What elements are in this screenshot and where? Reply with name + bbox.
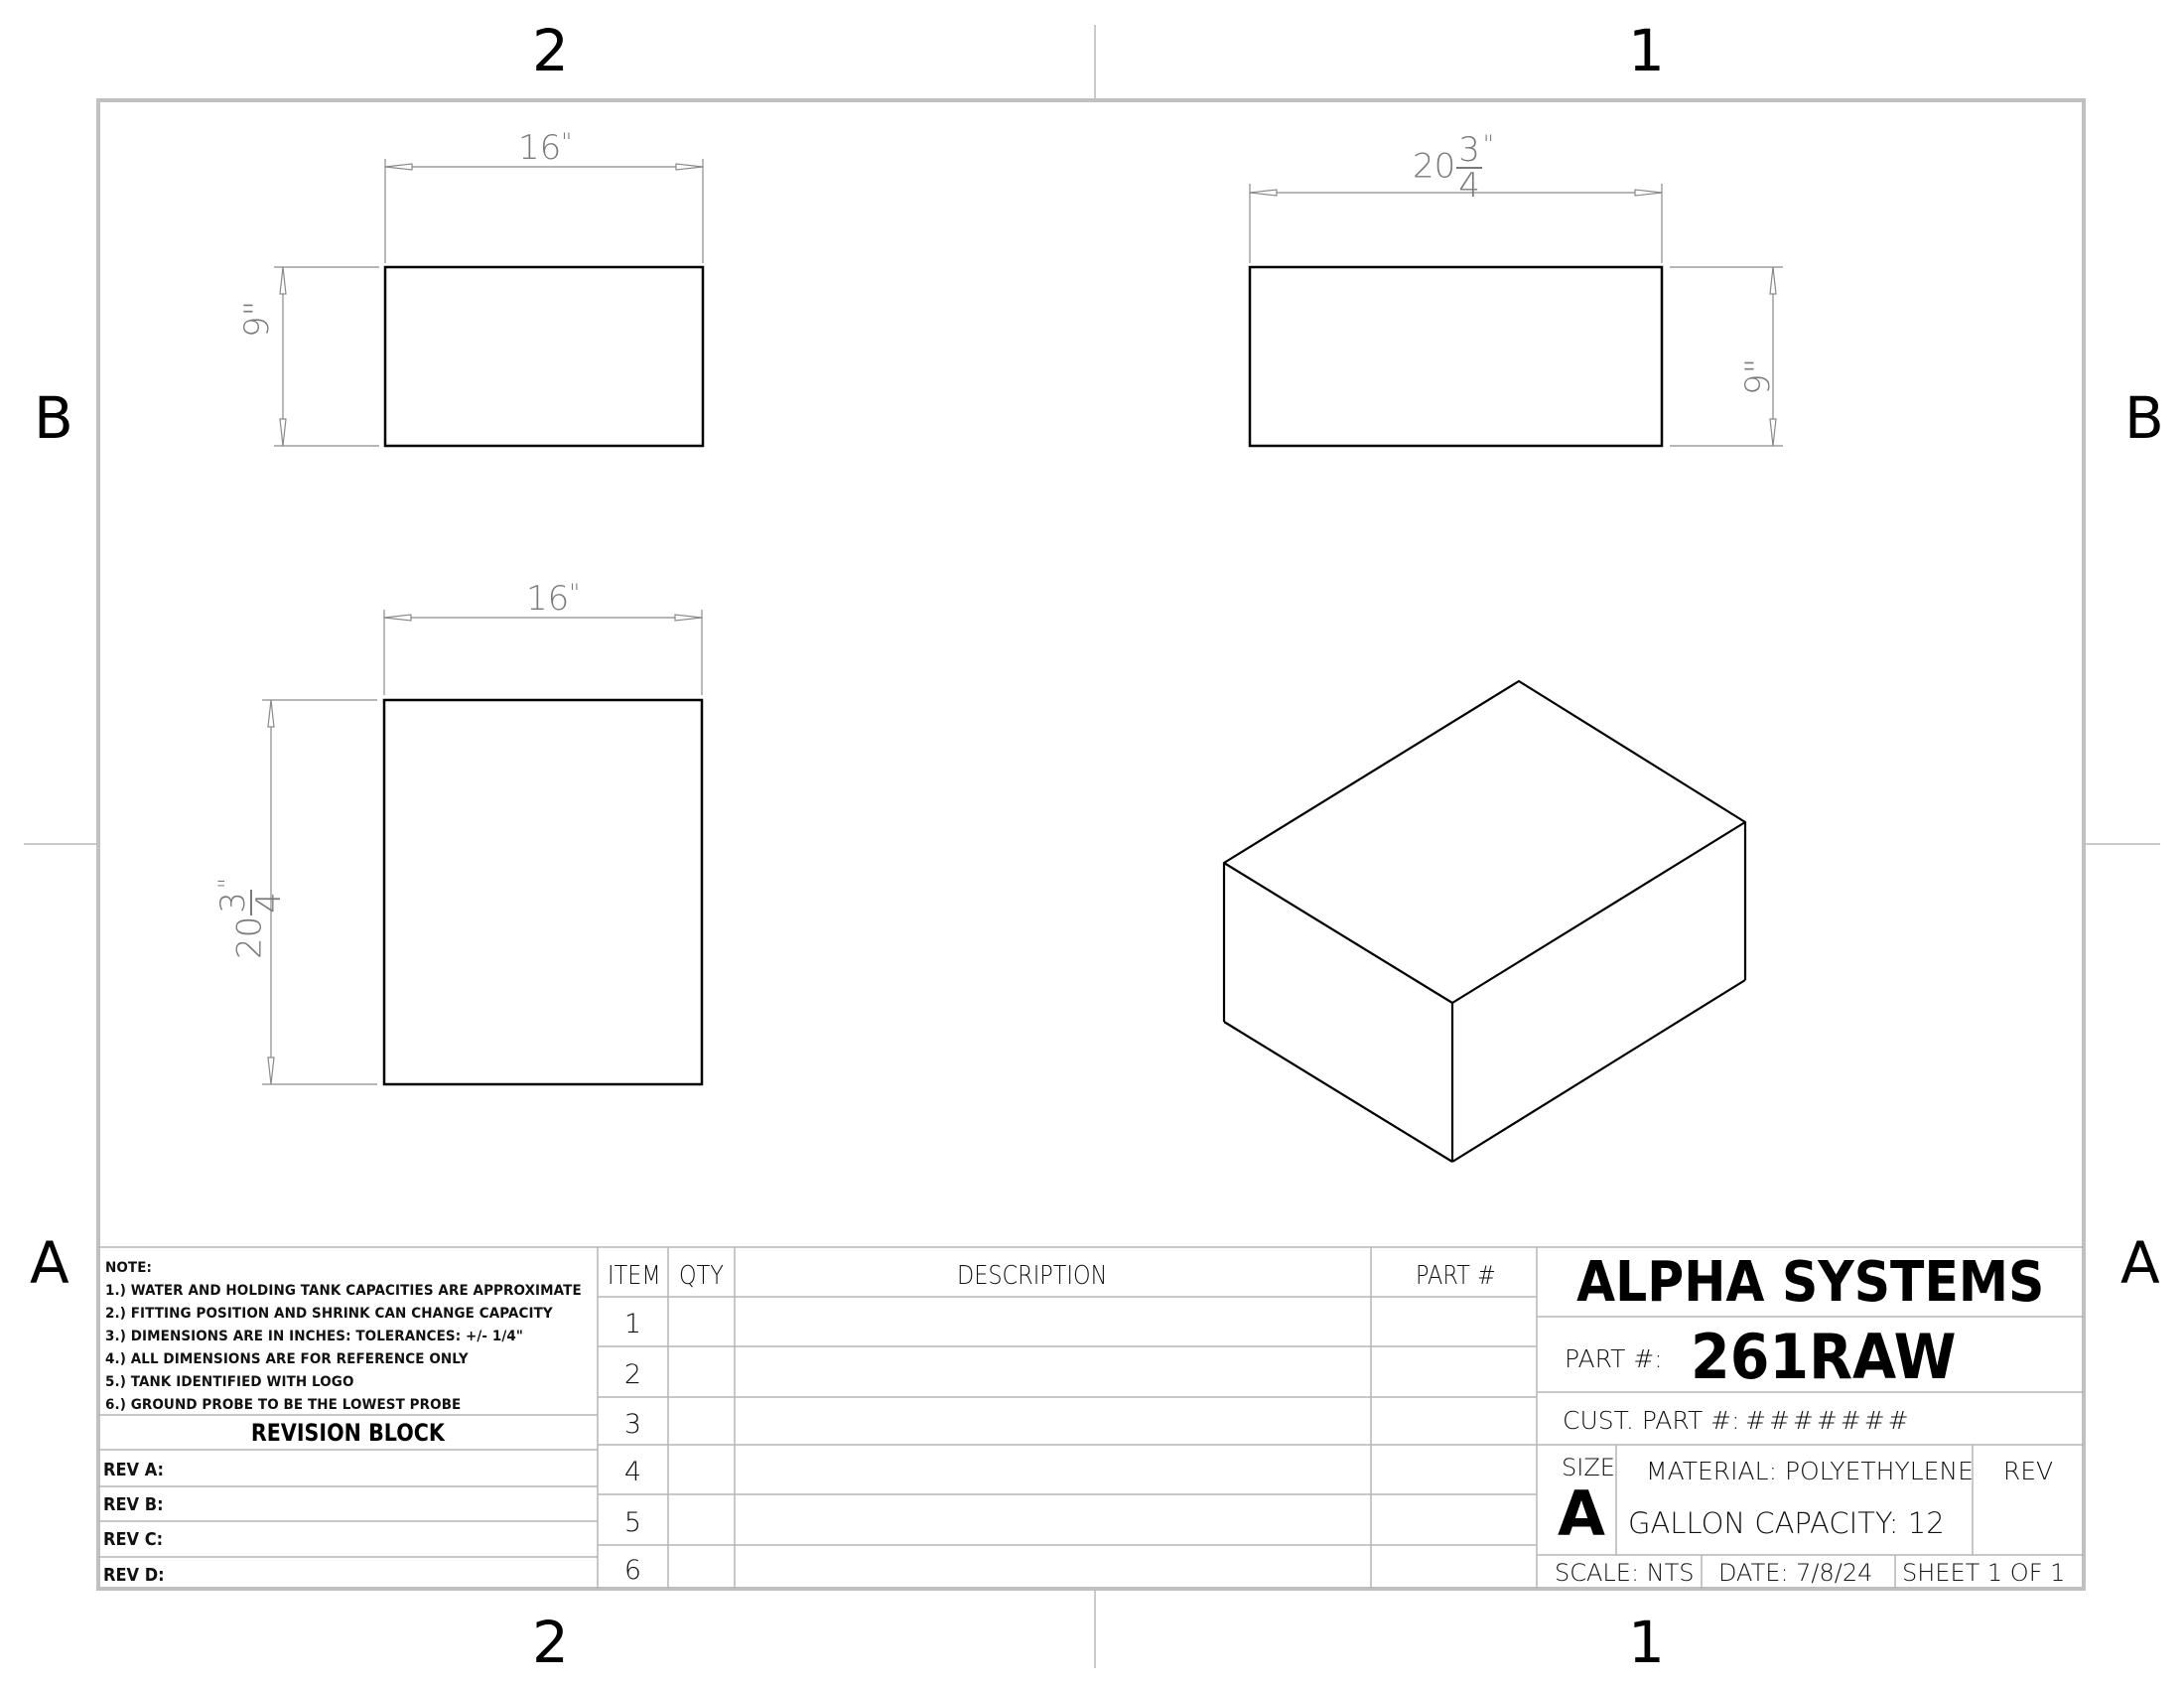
revision-row-b: REV B: [103,1494,164,1515]
zone-ticks [24,25,2160,1668]
part-number-value: 261RAW [1691,1321,1957,1393]
front-view-geometry [274,159,705,448]
zone-marker-right-A: A [2120,1229,2160,1297]
zone-marker-bottom-2: 2 [532,1609,569,1676]
bom-row-item: 4 [623,1457,642,1487]
zone-marker-top-2: 2 [532,17,569,84]
notes-block: NOTE: 1.) WATER AND HOLDING TANK CAPACIT… [105,1257,617,1417]
revision-row-c: REV C: [103,1529,164,1550]
note-item: 2.) FITTING POSITION AND SHRINK CAN CHAN… [105,1306,553,1322]
zone-marker-top-1: 1 [1628,17,1665,84]
side-view-geometry [1248,184,1783,448]
note-item: 3.) DIMENSIONS ARE IN INCHES: TOLERANCES… [105,1329,523,1344]
note-item: 6.) GROUND PROBE TO BE THE LOWEST PROBE [105,1397,462,1413]
dimension-label-height-front: 9" [237,300,277,338]
bom-row-item: 1 [623,1309,642,1339]
revision-row-a: REV A: [103,1460,165,1480]
company-name: ALPHA SYSTEMS [1575,1250,2045,1315]
title-block-grid [98,1246,2084,1589]
sheet-number: SHEET 1 OF 1 [1902,1559,2066,1587]
bom-header-part: PART # [1416,1261,1496,1291]
bom-header-description: DESCRIPTION [957,1261,1108,1291]
note-item: 1.) WATER AND HOLDING TANK CAPACITIES AR… [105,1283,582,1299]
bom-row-item: 5 [623,1507,642,1538]
dimension-label-height-side: 9" [1738,357,1778,395]
part-number-label: PART #: [1565,1344,1663,1373]
date-field: DATE: 7/8/24 [1718,1559,1873,1587]
sheet-border [96,98,2086,1591]
size-label: SIZE [1562,1454,1615,1481]
note-item: 4.) ALL DIMENSIONS ARE FOR REFERENCE ONL… [105,1351,469,1367]
customer-part-label: CUST. PART #: [1563,1406,1740,1435]
zone-marker-bottom-1: 1 [1628,1609,1665,1676]
material-spec: MATERIAL: POLYETHYLENE [1646,1457,1974,1485]
notes-title: NOTE: [105,1260,153,1276]
note-item: 5.) TANK IDENTIFIED WITH LOGO [105,1374,354,1390]
dimension-label-width-front: 16" [518,128,573,168]
revision-row-d: REV D: [103,1565,165,1586]
customer-part-value: ####### [1745,1406,1912,1435]
dimension-label-width-top: 16" [526,579,581,619]
revision-label: REV [2002,1457,2054,1485]
isometric-view-geometry [1222,679,1747,1163]
bom-header-qty: QTY [679,1261,724,1291]
size-value: A [1558,1477,1605,1550]
zone-marker-left-A: A [30,1229,69,1297]
bom-header-item: ITEM [608,1261,661,1291]
top-view-geometry [262,610,704,1086]
zone-marker-right-B: B [2124,384,2164,452]
bom-row-item: 2 [623,1359,642,1390]
revision-block-title: REVISION BLOCK [250,1419,446,1447]
bom-row-item: 3 [623,1409,642,1440]
scale-field: SCALE: NTS [1555,1559,1695,1587]
bom-row-item: 6 [623,1555,642,1586]
gallon-capacity: GALLON CAPACITY: 12 [1628,1506,1945,1540]
zone-marker-left-B: B [34,384,73,452]
